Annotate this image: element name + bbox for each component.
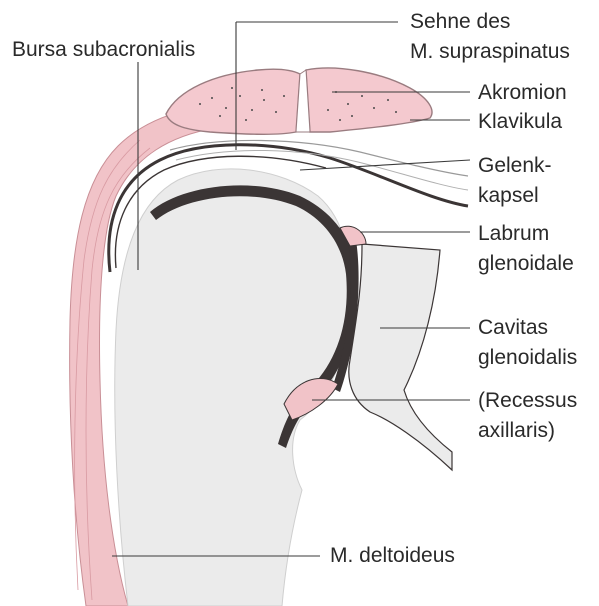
label-recessus-2: axillaris)	[478, 419, 555, 442]
label-labrum-1: Labrum	[478, 222, 549, 245]
clavicle	[306, 68, 432, 132]
label-gelenk-1: Gelenk-	[478, 154, 552, 177]
label-cavitas-1: Cavitas	[478, 316, 548, 339]
label-labrum-2: glenoidale	[478, 252, 574, 275]
label-deltoideus: M. deltoideus	[330, 544, 455, 567]
label-recessus-1: (Recessus	[478, 389, 577, 412]
label-gelenk-2: kapsel	[478, 184, 539, 207]
label-cavitas-2: glenoidalis	[478, 346, 577, 369]
label-sehne-1: Sehne des	[410, 10, 510, 33]
label-sehne-2: M. supraspinatus	[410, 40, 570, 63]
label-klavikula: Klavikula	[478, 110, 562, 133]
acromion	[166, 69, 300, 134]
label-bursa: Bursa subacronialis	[12, 38, 195, 61]
label-akromion: Akromion	[478, 81, 567, 104]
scapula	[349, 244, 452, 470]
